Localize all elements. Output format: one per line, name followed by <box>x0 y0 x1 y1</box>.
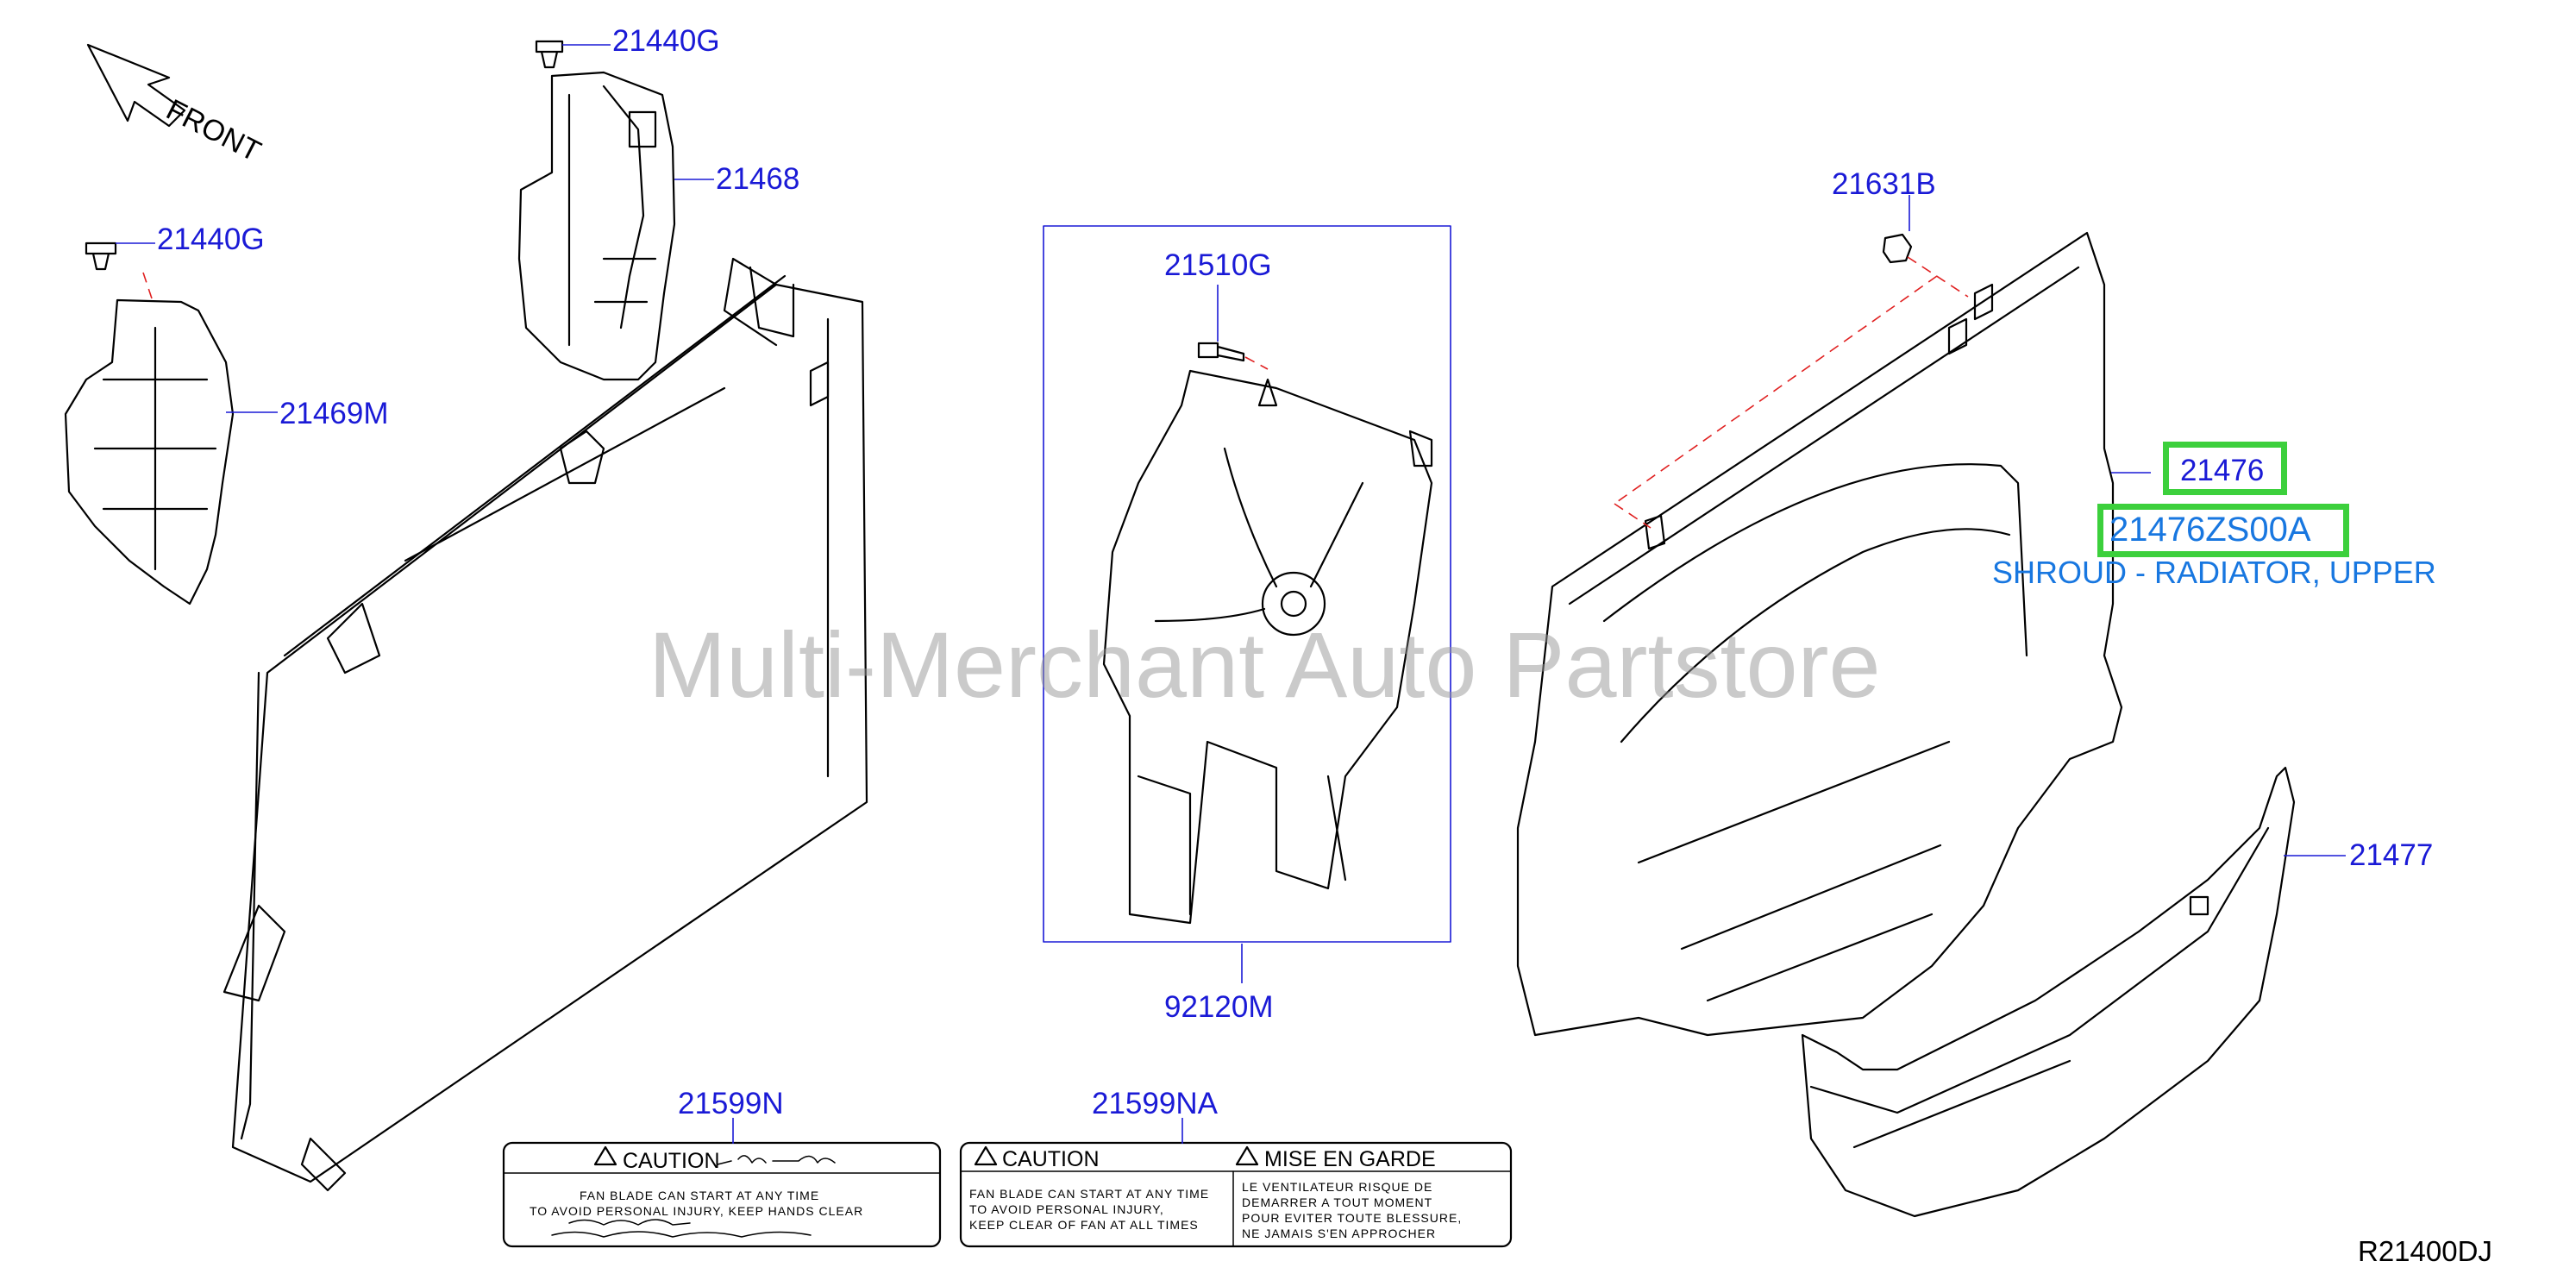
callout-21469m[interactable]: 21469M <box>279 397 389 430</box>
leader-lines <box>116 44 2346 1144</box>
highlighted-part-number[interactable]: 21476ZS00A <box>2109 511 2311 549</box>
caution-n-line1: FAN BLADE CAN START AT ANY TIME <box>580 1189 820 1202</box>
caution-label-21599n <box>502 1141 942 1248</box>
clip-21440g-left <box>85 242 117 271</box>
caution-n-title: CAUTION <box>623 1149 720 1173</box>
highlight-box-part-number <box>2097 504 2349 557</box>
warning-triangle-icon <box>1235 1145 1259 1166</box>
caution-na-en3: KEEP CLEAR OF FAN AT ALL TIMES <box>969 1218 1199 1232</box>
callout-21476[interactable]: 21476 <box>2180 454 2265 487</box>
callout-21631b[interactable]: 21631B <box>1832 167 1936 201</box>
caution-na-title-fr: MISE EN GARDE <box>1264 1147 1436 1171</box>
handwriting-scribble <box>551 1219 812 1238</box>
highlight-box-21476 <box>2163 442 2287 495</box>
caution-na-fr1: LE VENTILATEUR RISQUE DE <box>1242 1180 1433 1194</box>
caution-na-fr3: POUR EVITER TOUTE BLESSURE, <box>1242 1211 1463 1225</box>
caution-na-title-en: CAUTION <box>1002 1147 1100 1171</box>
front-arrow-icon <box>86 43 186 128</box>
callout-21510g[interactable]: 21510G <box>1164 248 1272 282</box>
callout-21440g-left[interactable]: 21440G <box>157 223 265 256</box>
callout-92120m[interactable]: 92120M <box>1164 990 1274 1024</box>
radiator <box>223 257 868 1192</box>
callout-21477[interactable]: 21477 <box>2349 838 2434 872</box>
caution-na-en1: FAN BLADE CAN START AT ANY TIME <box>969 1187 1210 1201</box>
callout-21599n[interactable]: 21599N <box>678 1087 784 1120</box>
clip-bracket <box>1644 514 1666 550</box>
fan-assembly-box <box>1043 225 1451 943</box>
caution-na-fr2: DEMARRER A TOUT MOMENT <box>1242 1195 1433 1209</box>
diagram-code: R21400DJ <box>2358 1235 2492 1267</box>
watermark: Multi-Merchant Auto Partstore <box>649 612 1881 717</box>
callout-21468[interactable]: 21468 <box>716 162 800 196</box>
warning-triangle-icon <box>974 1145 998 1166</box>
fan-motor-assembly-92120m <box>1102 369 1433 925</box>
caution-na-en2: TO AVOID PERSONAL INJURY, <box>969 1202 1164 1216</box>
warning-triangle-icon <box>593 1145 617 1166</box>
caution-label-21599na <box>959 1141 1513 1248</box>
lower-shroud-21477 <box>1801 766 2296 1218</box>
callout-21599na[interactable]: 21599NA <box>1092 1087 1218 1120</box>
deflector-21468 <box>517 71 676 381</box>
nut-21631b <box>1882 233 1913 264</box>
caution-n-line2: TO AVOID PERSONAL INJURY, KEEP HANDS CLE… <box>530 1204 864 1218</box>
upper-shroud-21476 <box>1516 231 2123 1037</box>
caution-na-fr4: NE JAMAIS S'EN APPROCHER <box>1242 1227 1437 1240</box>
callout-21440g-top[interactable]: 21440G <box>612 24 720 58</box>
part-description: SHROUD - RADIATOR, UPPER <box>1992 555 2436 590</box>
clip-21440g-top <box>535 40 564 69</box>
bolt-21510g <box>1197 342 1245 362</box>
alignment-dashes <box>142 256 1969 529</box>
deflector-21469m <box>64 298 235 605</box>
handwriting-scribble <box>717 1155 836 1165</box>
